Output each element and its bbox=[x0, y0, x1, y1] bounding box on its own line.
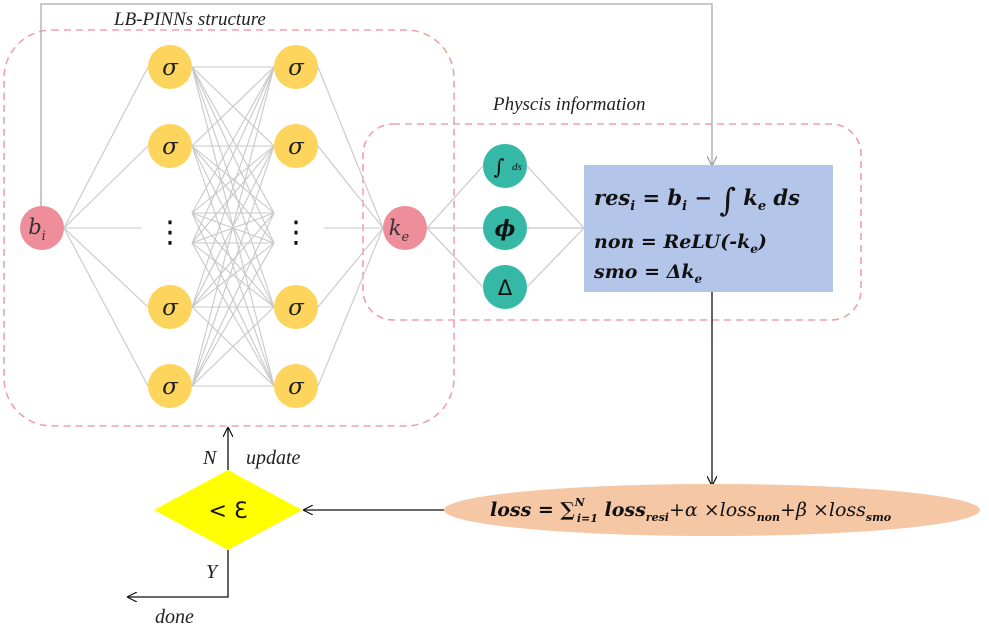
integral-node: ∫ ds bbox=[483, 144, 527, 188]
activation-node: σ bbox=[274, 364, 318, 408]
input-node-b: bi bbox=[20, 206, 64, 250]
no-label: N bbox=[202, 447, 218, 469]
hidden1-to-hidden2-edge bbox=[191, 145, 275, 214]
sigma-label: σ bbox=[288, 55, 305, 81]
physics-title: Physcis information bbox=[492, 94, 646, 115]
hidden2-to-output-edge bbox=[317, 227, 384, 308]
hidden2-to-output-edge bbox=[317, 145, 384, 229]
hidden2-to-output-edge bbox=[317, 66, 384, 229]
activation-node: σ bbox=[148, 364, 192, 408]
sigma-label: σ bbox=[288, 295, 305, 321]
network-title: LB-PINNs structure bbox=[113, 9, 266, 30]
svg-text:ke: ke bbox=[389, 216, 410, 245]
hidden1-to-hidden2-edge bbox=[191, 145, 275, 387]
activation-node: σ bbox=[148, 285, 192, 329]
hidden1-to-hidden2-edge bbox=[191, 145, 275, 244]
relu-node: ϕ bbox=[483, 206, 527, 250]
hidden1-to-hidden2-edge bbox=[191, 242, 275, 308]
activation-node: σ bbox=[274, 285, 318, 329]
input-to-hidden1-edge bbox=[63, 66, 149, 229]
integral-ds-tag: ds bbox=[512, 161, 522, 173]
phi-symbol: ϕ bbox=[495, 216, 516, 242]
hidden1-to-hidden2-edge bbox=[191, 66, 275, 214]
sigma-label: σ bbox=[162, 55, 179, 81]
decision-text: < Ɛ bbox=[209, 499, 248, 524]
decision-diamond: < Ɛ bbox=[154, 470, 302, 550]
laplacian-node: Δ bbox=[483, 265, 527, 309]
delta-symbol: Δ bbox=[498, 276, 513, 300]
output-node-k: ke bbox=[383, 206, 427, 250]
hidden2-to-output-edge bbox=[317, 227, 384, 387]
yes-label: Y bbox=[206, 561, 219, 583]
hidden1-to-hidden2-edge bbox=[191, 66, 275, 387]
activation-node: σ bbox=[274, 124, 318, 168]
hidden1-to-hidden2-edge bbox=[191, 242, 275, 387]
sigma-label: σ bbox=[162, 295, 179, 321]
layer-ellipsis: ⋮ bbox=[281, 215, 311, 250]
sigma-label: σ bbox=[288, 134, 305, 160]
activation-node: σ bbox=[274, 45, 318, 89]
hidden1-to-hidden2-edge bbox=[191, 306, 275, 387]
done-arrow bbox=[128, 550, 229, 597]
feedback-connection bbox=[40, 3, 712, 206]
integral-symbol: ∫ bbox=[494, 155, 505, 179]
output-node-sub: e bbox=[402, 230, 410, 245]
layer-ellipsis: ⋮ bbox=[155, 215, 185, 250]
input-to-hidden1-edge bbox=[63, 227, 149, 387]
hidden1-to-hidden2-edge bbox=[191, 212, 275, 308]
sigma-label: σ bbox=[162, 134, 179, 160]
sigma-label: σ bbox=[288, 374, 305, 400]
hidden1-to-hidden2-edge bbox=[191, 66, 275, 147]
output-node-label: k bbox=[389, 216, 402, 240]
sigma-label: σ bbox=[162, 374, 179, 400]
hidden-layers: σ σ σ σ ⋮ σ σ σ σ ⋮ bbox=[148, 45, 318, 408]
activation-node: σ bbox=[148, 124, 192, 168]
equation-non: non = ReLU(-ke) bbox=[594, 231, 767, 256]
equation-box: resi = bi − ∫ ke ds non = ReLU(-ke) smo … bbox=[584, 165, 833, 292]
physics-group-border bbox=[362, 123, 862, 321]
equation-smo: smo = Δke bbox=[593, 261, 703, 286]
input-node-sub: i bbox=[42, 229, 46, 244]
svg-text:bi: bi bbox=[28, 215, 46, 244]
input-to-hidden1-edge bbox=[63, 227, 149, 308]
output-to-physics-connections bbox=[426, 165, 585, 288]
input-node-label: b bbox=[28, 215, 41, 239]
activation-node: σ bbox=[148, 45, 192, 89]
input-to-hidden1-edge bbox=[63, 145, 149, 229]
hidden1-to-hidden2-edge bbox=[191, 212, 275, 387]
update-label: update bbox=[246, 447, 301, 469]
hidden1-to-hidden2-edge bbox=[191, 66, 275, 244]
equation-res: resi = bi − ∫ ke ds bbox=[594, 181, 800, 219]
hidden1-to-hidden2-edge bbox=[191, 212, 275, 244]
done-label: done bbox=[155, 606, 194, 628]
network-connections bbox=[63, 66, 384, 387]
